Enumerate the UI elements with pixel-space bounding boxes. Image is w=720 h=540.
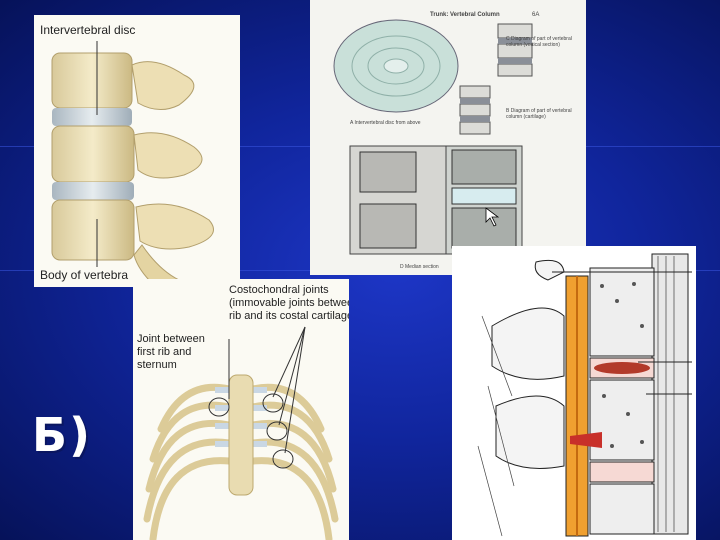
spine-drawing	[51, 41, 214, 286]
section-drawing	[477, 253, 692, 537]
caption-median: D Median section	[400, 264, 439, 270]
label-body-of-vertebra: Body of vertebra	[40, 268, 129, 282]
vertebra-section-illustration	[452, 246, 696, 540]
label-costochondral-joints: Costochondral joints (immovable joints b…	[229, 284, 349, 322]
scan-title: Trunk: Vertebral Column	[430, 12, 500, 18]
scan-drawings	[333, 19, 533, 255]
caption-b: B Diagram of part of vertebral column (c…	[506, 108, 572, 120]
scan-page-number: 6A	[532, 12, 540, 18]
ribcage-illustration: Costochondral joints (immovable joints b…	[133, 279, 349, 540]
spine-illustration: Intervertebral disc Body of vertebra	[34, 15, 240, 287]
textbook-scan: Trunk: Vertebral Column 6A B Diagram of …	[310, 0, 586, 275]
caption-a: A Intervertebral disc from above	[350, 120, 421, 126]
caption-c: C Diagram of part of vertebral column (v…	[506, 36, 572, 48]
ribcage-drawing	[143, 326, 339, 540]
label-first-rib-joint: Joint between first rib and sternum	[137, 333, 205, 371]
slide-label: Б)	[32, 408, 93, 462]
label-intervertebral-disc: Intervertebral disc	[40, 23, 136, 37]
